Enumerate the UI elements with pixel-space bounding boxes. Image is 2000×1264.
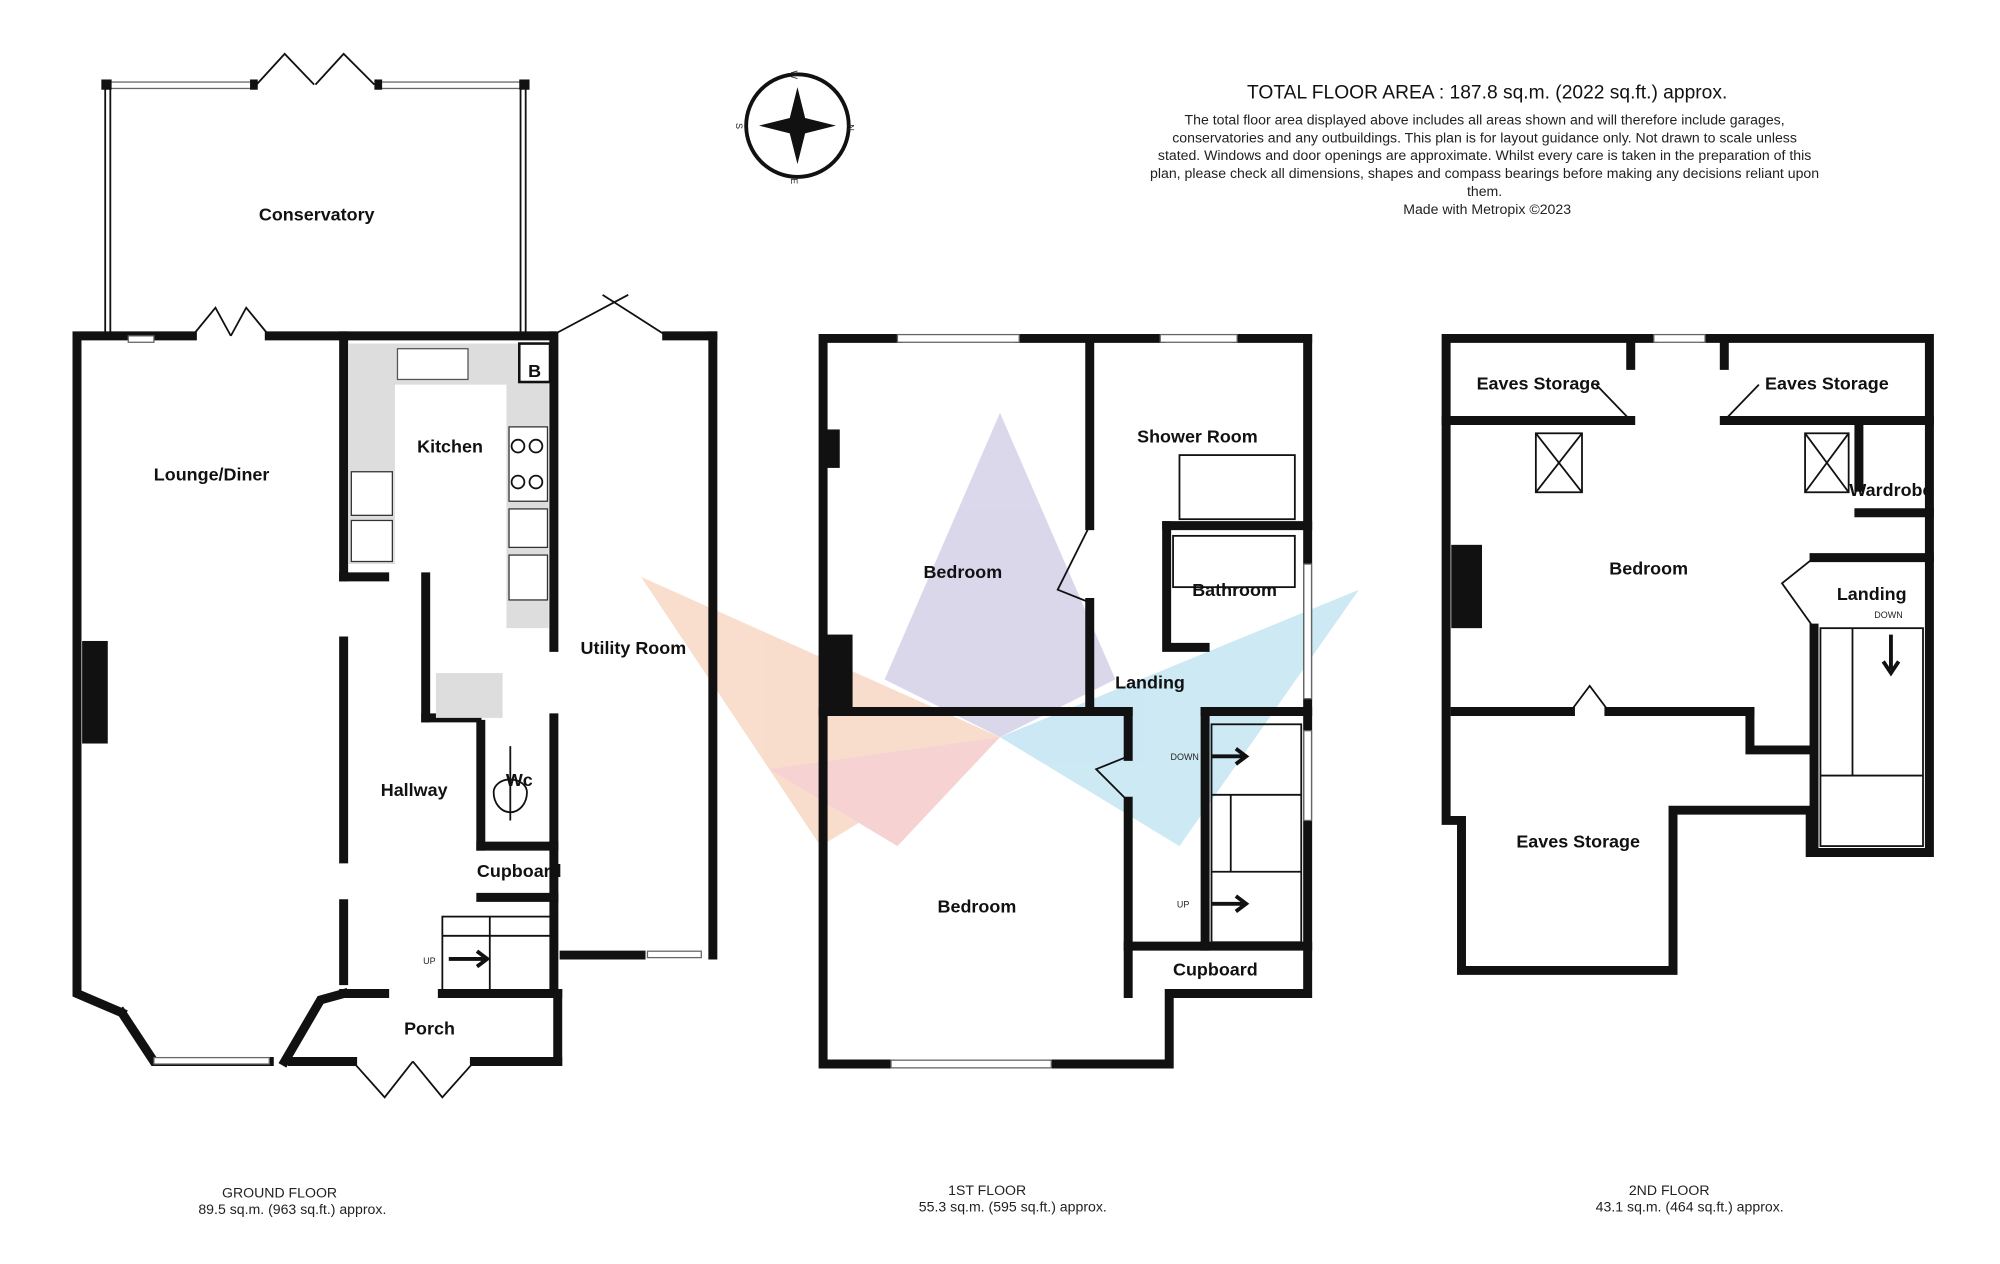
ground-floor-title: GROUND FLOOR — [222, 1184, 337, 1200]
compass-icon: W N E S — [734, 71, 856, 185]
room-label-utility: Utility Room — [581, 638, 687, 658]
room-label-bedroom-2: Bedroom — [938, 897, 1017, 917]
room-label-kitchen: Kitchen — [417, 437, 483, 457]
svg-text:UP: UP — [1177, 900, 1189, 910]
room-label-eaves-2: Eaves Storage — [1765, 374, 1889, 394]
svg-text:stated. Windows and door openi: stated. Windows and door openings are ap… — [1158, 147, 1811, 163]
first-floor-plan: DOWN UP Bedroom Bedroom Shower Room Bath… — [818, 333, 1313, 1069]
room-label-wc: Wc — [506, 770, 533, 790]
svg-text:conservatories and any outbuil: conservatories and any outbuildings. Thi… — [1172, 129, 1797, 145]
total-floor-area: TOTAL FLOOR AREA : 187.8 sq.m. (2022 sq.… — [1247, 83, 1727, 104]
svg-text:B: B — [528, 361, 541, 381]
disclaimer: The total floor area displayed above inc… — [1150, 111, 1819, 217]
stairs-icon — [441, 915, 553, 992]
svg-text:them.: them. — [1467, 183, 1502, 199]
svg-text:W: W — [789, 71, 799, 80]
room-label-landing: Landing — [1837, 584, 1907, 604]
room-label-lounge: Lounge/Diner — [154, 465, 270, 485]
room-label-eaves-1: Eaves Storage — [1477, 374, 1601, 394]
room-label-shower-room: Shower Room — [1137, 426, 1258, 446]
svg-text:S: S — [734, 123, 744, 129]
stairs-icon — [1210, 723, 1303, 944]
second-floor-title: 2ND FLOOR — [1629, 1182, 1710, 1198]
room-label-bedroom: Bedroom — [1609, 558, 1688, 578]
svg-text:E: E — [789, 178, 799, 184]
first-floor-title: 1ST FLOOR — [948, 1182, 1026, 1198]
room-label-eaves-3: Eaves Storage — [1516, 831, 1640, 851]
watermark-logo — [641, 412, 1359, 847]
room-label-porch: Porch — [404, 1019, 455, 1039]
room-label-conservatory: Conservatory — [259, 204, 375, 224]
svg-text:UP: UP — [423, 956, 435, 966]
svg-text:plan, please check all dimensi: plan, please check all dimensions, shape… — [1150, 165, 1819, 181]
boiler — [517, 342, 552, 384]
ground-floor-plan: B UP Conservatory Lounge/Diner Kitchen U… — [72, 52, 718, 1099]
room-label-hallway: Hallway — [381, 780, 448, 800]
second-floor-plan: DOWN Eaves Storage Eaves Storage Eaves S… — [1441, 333, 1934, 975]
svg-text:DOWN: DOWN — [1874, 610, 1902, 620]
svg-text:N: N — [845, 124, 855, 130]
room-label-landing: Landing — [1115, 672, 1185, 692]
svg-text:DOWN: DOWN — [1170, 752, 1198, 762]
room-label-wardrobe: Wardrobe — [1849, 480, 1932, 500]
conservatory — [101, 52, 530, 336]
room-label-bedroom-1: Bedroom — [923, 562, 1002, 582]
stairs-icon — [1819, 627, 1924, 847]
room-label-bathroom: Bathroom — [1192, 580, 1277, 600]
second-floor-area: 43.1 sq.m. (464 sq.ft.) approx. — [1596, 1198, 1784, 1214]
ground-floor-area: 89.5 sq.m. (963 sq.ft.) approx. — [198, 1201, 386, 1217]
room-label-cupboard: Cupboard — [477, 861, 562, 881]
credit: Made with Metropix ©2023 — [1403, 201, 1571, 217]
room-label-cupboard: Cupboard — [1173, 960, 1258, 980]
first-floor-area: 55.3 sq.m. (595 sq.ft.) approx. — [919, 1198, 1107, 1214]
svg-text:The total floor area displayed: The total floor area displayed above inc… — [1185, 111, 1785, 127]
